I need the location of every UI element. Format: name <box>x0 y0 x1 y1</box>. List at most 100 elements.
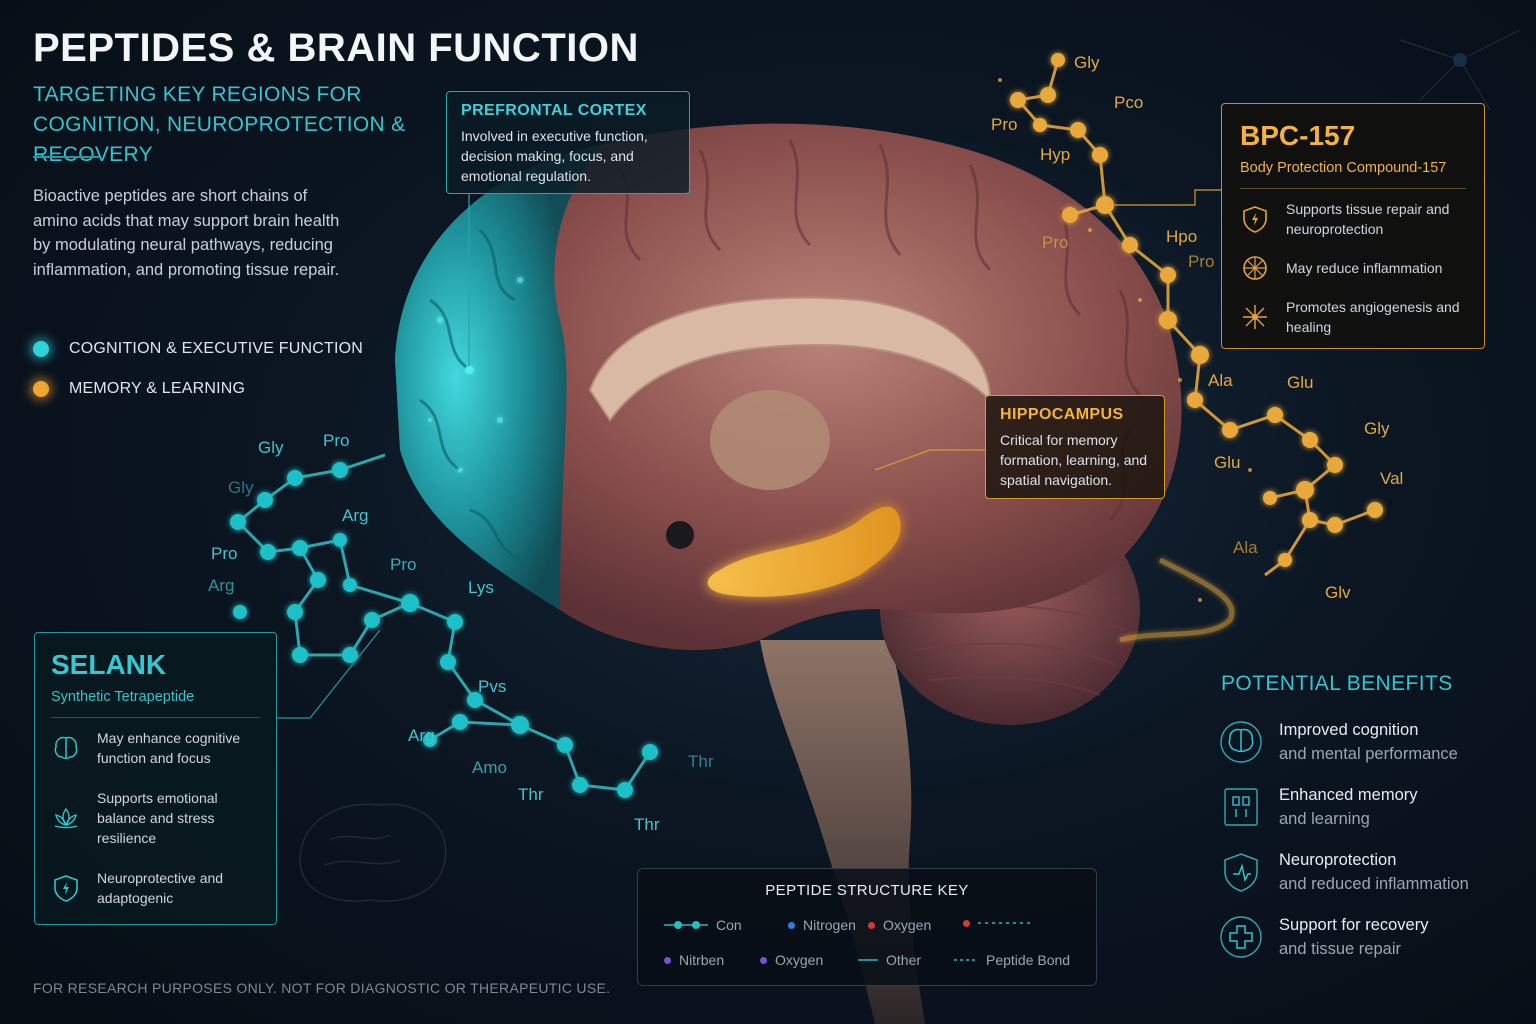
amino-label: Gly <box>1074 53 1100 72</box>
gold-dot-icon <box>33 381 49 397</box>
amino-label: Pco <box>1114 93 1144 112</box>
red-dot-icon <box>963 919 970 927</box>
bond-line-icon <box>978 922 1034 924</box>
hippocampus-callout: HIPPOCAMPUS Critical for memory formatio… <box>985 395 1165 499</box>
amino-label: Thr <box>634 815 660 834</box>
benefit-detail: and learning <box>1279 810 1370 828</box>
amino-label: Pro <box>211 544 238 563</box>
benefit-title: Neuroprotection <box>1279 851 1397 869</box>
key-label: Nitrben <box>679 952 725 968</box>
carbon-bond-icon <box>664 921 708 929</box>
oxygen-dot-icon <box>868 921 875 929</box>
amino-label: Hpo <box>1166 227 1198 246</box>
brain-icon <box>54 736 78 759</box>
feature-text: Neuroprotective and adaptogenic <box>97 870 224 906</box>
brain-icon <box>1220 721 1262 763</box>
amino-label: Lys <box>468 578 494 597</box>
key-item <box>963 917 1034 929</box>
callout-text: Involved in executive function, decision… <box>461 128 648 184</box>
feature-text: Promotes angiogenesis and healing <box>1286 299 1460 335</box>
amino-label: Pro <box>1042 233 1069 252</box>
other-line-icon <box>858 959 878 961</box>
key-item: Other <box>858 952 921 968</box>
selank-feature: Neuroprotective and adaptogenic <box>51 868 260 908</box>
page-subtitle: TARGETING KEY REGIONS FOR COGNITION, NEU… <box>33 83 406 166</box>
amino-label: Ala <box>1233 538 1258 557</box>
key-title: PEPTIDE STRUCTURE KEY <box>765 882 969 899</box>
amino-label: Gly <box>1364 419 1390 438</box>
benefit-detail: and reduced inflammation <box>1279 875 1469 893</box>
cerebrum <box>395 123 1182 651</box>
amino-label: Thr <box>688 752 714 771</box>
shield-icon <box>1243 206 1267 233</box>
amino-label: Gly <box>228 478 254 497</box>
feature-text: May enhance cognitive function and focus <box>97 730 241 766</box>
nitrogen-dot-icon <box>664 956 671 964</box>
bpc157-feature: May reduce inflammation <box>1240 253 1466 283</box>
lotus-icon <box>54 807 78 829</box>
peptide-structure-key: PEPTIDE STRUCTURE KEY Con Nitrogen Oxyge… <box>637 868 1097 986</box>
callout-title: HIPPOCAMPUS <box>1000 406 1124 423</box>
hippocampus-region <box>707 506 901 597</box>
key-label: Nitrogen <box>803 917 856 933</box>
legend-cognition: COGNITION & EXECUTIVE FUNCTION <box>33 340 363 358</box>
intro-text: Bioactive peptides are short chains of a… <box>33 187 340 279</box>
feature-text: May reduce inflammation <box>1286 260 1443 276</box>
peptide-bond-icon <box>954 959 978 961</box>
amino-label: Glu <box>1214 453 1241 472</box>
benefit-item: Improved cognition and mental performance <box>1219 718 1458 766</box>
key-label: Other <box>886 952 922 968</box>
inflammation-icon <box>1243 256 1267 280</box>
benefit-title: Support for recovery <box>1279 916 1429 934</box>
disclaimer-footer: FOR RESEARCH PURPOSES ONLY. NOT FOR DIAG… <box>33 980 611 996</box>
amino-label: Thr <box>518 785 544 804</box>
selank-atoms <box>230 462 658 798</box>
shield-icon <box>54 875 78 902</box>
bpc157-feature: Supports tissue repair and neuroprotecti… <box>1240 199 1466 239</box>
oxygen-dot-icon <box>760 956 767 964</box>
key-item: Nitrben <box>664 952 724 968</box>
key-item: Nitrogen <box>788 917 856 933</box>
key-item: Oxygen <box>760 952 823 968</box>
feature-text: Supports emotional balance and stress re… <box>97 790 218 846</box>
cross-icon <box>1220 916 1262 958</box>
key-label: Oxygen <box>883 917 932 933</box>
amino-label: Pro <box>323 431 350 450</box>
amino-label: Glu <box>1287 373 1314 392</box>
bpc157-card: BPC-157 Body Protection Compound-157 Sup… <box>1221 103 1485 349</box>
bpc157-feature: Promotes angiogenesis and healing <box>1240 297 1466 337</box>
key-item: Con <box>664 917 742 933</box>
benefit-item: Enhanced memory and learning <box>1219 783 1418 831</box>
teal-dot-icon <box>33 341 49 357</box>
benefit-detail: and tissue repair <box>1279 940 1401 958</box>
memory-icon <box>1224 788 1258 826</box>
card-divider <box>51 717 260 718</box>
amino-label: Arg <box>342 506 369 525</box>
callout-title: PREFRONTAL CORTEX <box>461 102 647 119</box>
key-label: Peptide Bond <box>986 952 1071 968</box>
selank-feature: May enhance cognitive function and focus <box>51 728 260 768</box>
legend-memory: MEMORY & LEARNING <box>33 380 245 398</box>
benefit-title: Improved cognition <box>1279 721 1419 739</box>
amino-label: Pro <box>1188 252 1215 271</box>
legend-label: COGNITION & EXECUTIVE FUNCTION <box>69 340 364 357</box>
bpc157-atoms <box>1010 53 1383 567</box>
key-label: Oxygen <box>775 952 824 968</box>
angiogenesis-icon <box>1243 305 1267 329</box>
amino-label: Hyp <box>1040 145 1071 164</box>
amino-label: Val <box>1380 469 1404 488</box>
benefit-detail: and mental performance <box>1279 745 1458 763</box>
benefit-title: Enhanced memory <box>1279 786 1418 804</box>
card-divider <box>1240 188 1466 189</box>
amino-label: Ala <box>1208 371 1233 390</box>
benefit-item: Neuroprotection and reduced inflammation <box>1219 848 1469 896</box>
page-title: PEPTIDES & BRAIN FUNCTION <box>33 26 639 70</box>
selank-feature: Supports emotional balance and stress re… <box>51 788 260 848</box>
key-item: Oxygen <box>868 917 931 933</box>
selank-subtitle: Synthetic Tetrapeptide <box>51 689 195 705</box>
legend-label: MEMORY & LEARNING <box>69 380 246 397</box>
bpc157-subtitle: Body Protection Compound-157 <box>1240 160 1447 176</box>
selank-name: SELANK <box>51 649 167 680</box>
benefits-title: POTENTIAL BENEFITS <box>1221 672 1453 695</box>
